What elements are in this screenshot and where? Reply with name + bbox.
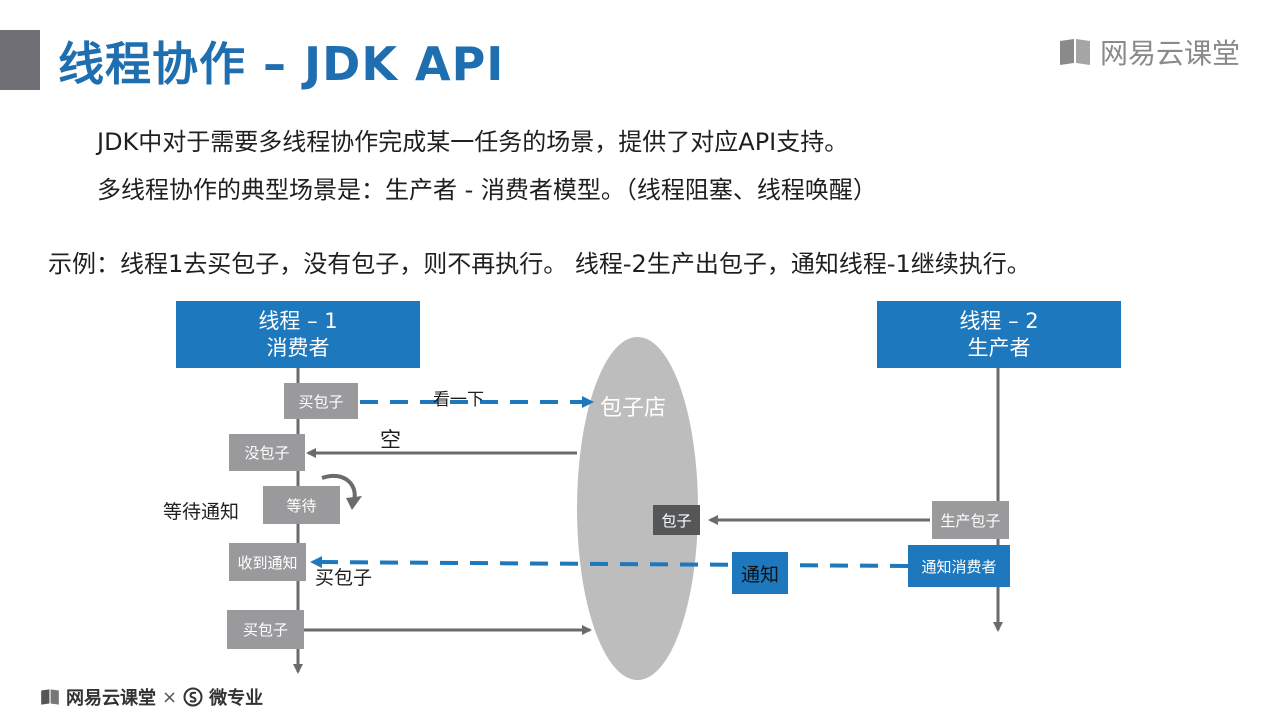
intro-line-2: 多线程协作的典型场景是：生产者 - 消费者模型。（线程阻塞、线程唤醒） xyxy=(97,176,877,204)
node-produce-bun: 生产包子 xyxy=(932,501,1009,539)
label-empty: 空 xyxy=(380,428,401,452)
wait-loop-arrow xyxy=(321,474,357,501)
title-accent-bar xyxy=(0,30,40,90)
thread2-box: 线程 – 2 生产者 xyxy=(877,301,1121,368)
thread1-name: 线程 – 1 xyxy=(258,308,338,333)
notify-arrow xyxy=(310,556,909,569)
book-icon xyxy=(1059,39,1090,65)
thread2-role: 生产者 xyxy=(967,335,1031,360)
thread2-name: 线程 – 2 xyxy=(959,308,1039,333)
node-notify-consumer: 通知消费者 xyxy=(908,545,1010,587)
bun-shop-label: 包子店 xyxy=(600,396,667,421)
footer-brand: 网易云课堂 × 微专业 xyxy=(40,684,263,710)
node-buy-bun-again: 买包子 xyxy=(227,610,304,649)
footer-partner: 微专业 xyxy=(209,688,264,709)
node-no-bun: 没包子 xyxy=(229,434,305,471)
book-icon xyxy=(41,689,59,705)
partner-logo-icon xyxy=(183,687,203,707)
label-look: 看一下 xyxy=(433,390,484,410)
intro-line-1: JDK中对于需要多线程协作完成某一任务的场景，提供了对应API支持。 xyxy=(97,128,849,156)
brand-logo: 网易云课堂 xyxy=(1058,32,1240,72)
label-wait-notice: 等待通知 xyxy=(163,501,240,523)
node-notify: 通知 xyxy=(732,552,788,594)
brand-name: 网易云课堂 xyxy=(1099,37,1240,70)
label-buy-bun: 买包子 xyxy=(315,567,373,589)
node-bun: 包子 xyxy=(653,505,700,535)
thread1-box: 线程 – 1 消费者 xyxy=(176,301,420,368)
page-title: 线程协作 – JDK API xyxy=(58,37,505,91)
thread1-role: 消费者 xyxy=(266,335,330,360)
node-received-notice: 收到通知 xyxy=(229,543,306,581)
footer-brand-name: 网易云课堂 xyxy=(66,688,156,709)
footer-times: × xyxy=(162,686,178,708)
node-wait: 等待 xyxy=(263,486,340,524)
node-buy-bun: 买包子 xyxy=(284,383,358,419)
example-line: 示例：线程1去买包子，没有包子，则不再执行。 线程-2生产出包子，通知线程-1继… xyxy=(48,250,1031,278)
